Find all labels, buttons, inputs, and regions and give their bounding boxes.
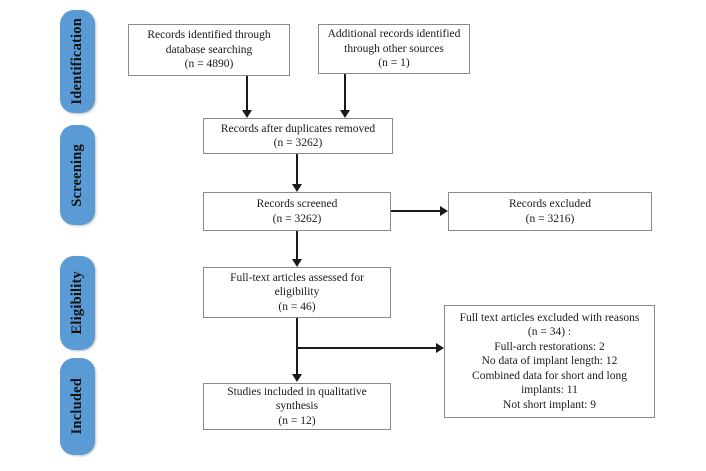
stage-badge-included-label: Included: [69, 378, 85, 435]
connector-fulltext-to-reasons: [296, 347, 442, 349]
box-fulltext-excluded-reasons-text: Full text articles excluded with reasons…: [459, 311, 640, 411]
box-records-excluded-text: Records excluded (n = 3216): [508, 198, 592, 225]
arrowhead-screened-to-excluded: [440, 206, 448, 216]
arrowhead-database-to-duplicates: [242, 110, 252, 118]
arrowhead-other-to-duplicates: [340, 110, 350, 118]
box-studies-included-text: Studies included in qualitative synthesi…: [227, 385, 367, 427]
box-studies-included: Studies included in qualitative synthesi…: [203, 383, 391, 430]
box-fulltext-assessed: Full-text articles assessed for eligibil…: [203, 267, 391, 318]
connector-database-to-duplicates: [246, 75, 248, 111]
arrowhead-fulltext-to-included: [292, 374, 302, 382]
box-records-screened: Records screened (n = 3262): [203, 192, 391, 231]
box-database-records: Records identified through database sear…: [128, 24, 290, 76]
connector-fulltext-to-included: [296, 318, 298, 375]
connector-duplicates-to-screened: [296, 153, 298, 185]
box-duplicates-removed-text: Records after duplicates removed (n = 32…: [220, 122, 376, 150]
box-other-records-text: Additional records identified through ot…: [327, 28, 461, 70]
stage-badge-included: Included: [60, 358, 95, 455]
connector-screened-to-excluded: [390, 210, 442, 212]
stage-badge-identification-label: Identification: [69, 18, 85, 105]
box-fulltext-excluded-reasons: Full text articles excluded with reasons…: [444, 305, 655, 418]
arrowhead-duplicates-to-screened: [292, 184, 302, 192]
connector-screened-to-fulltext: [296, 231, 298, 260]
stage-badge-eligibility-label: Eligibility: [69, 271, 85, 335]
box-duplicates-removed: Records after duplicates removed (n = 32…: [203, 118, 393, 154]
box-fulltext-assessed-text: Full-text articles assessed for eligibil…: [230, 271, 364, 313]
box-records-screened-text: Records screened (n = 3262): [256, 198, 338, 225]
stage-badge-identification: Identification: [60, 10, 95, 113]
box-database-records-text: Records identified through database sear…: [147, 29, 271, 71]
stage-badge-screening: Screening: [60, 125, 95, 225]
stage-badge-eligibility: Eligibility: [60, 256, 95, 350]
arrowhead-fulltext-to-reasons: [436, 343, 444, 353]
connector-other-to-duplicates: [344, 73, 346, 111]
arrowhead-screened-to-fulltext: [292, 259, 302, 267]
box-records-excluded: Records excluded (n = 3216): [448, 192, 652, 231]
stage-badge-screening-label: Screening: [69, 143, 85, 207]
box-other-records: Additional records identified through ot…: [318, 24, 470, 74]
